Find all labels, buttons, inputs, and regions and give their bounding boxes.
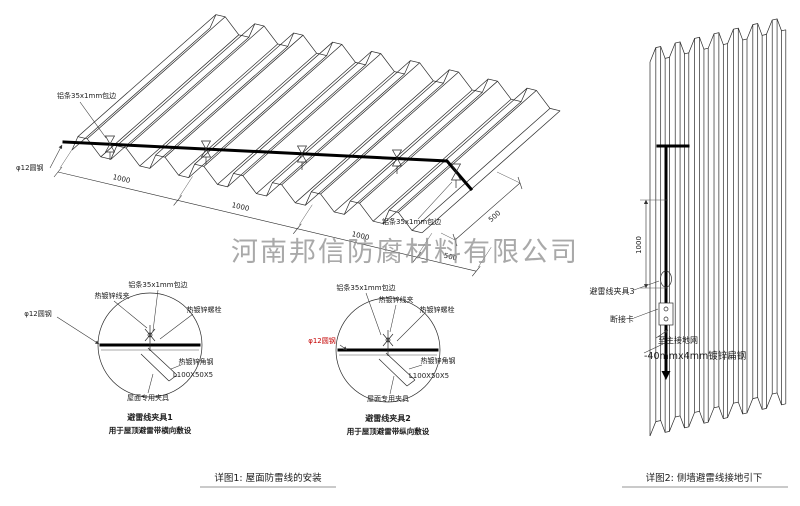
fig1-caption: 详图1: 屋面防雷线的安装	[214, 472, 322, 484]
leader-lines	[49, 101, 669, 395]
detail2-alu-label: 铝条35x1mm包边	[336, 283, 395, 292]
detail2-angle-label: 热镀锌角钢	[421, 356, 456, 365]
company-watermark: 河南邦信防腐材料有限公司	[231, 237, 579, 268]
detail1-angle-spec: L100X50X5	[173, 371, 213, 379]
detail1-steel-label: φ12圆钢	[24, 309, 52, 318]
detail2-clip-label: 热镀锌线夹	[379, 295, 414, 304]
roof-dim-1000-1: 1000	[112, 173, 131, 185]
detail1-bolt-label: 热镀锌螺栓	[187, 305, 222, 314]
roof-dim-1000-3: 1000	[351, 230, 370, 242]
roof-dim-500-bottom: 500	[443, 252, 458, 263]
detail2-steel-label: φ12圆钢	[308, 336, 336, 345]
roof-isometric-corrugated-sheet	[71, 14, 561, 234]
fig2-caption: 详图2: 侧墙避雷线接地引下	[646, 472, 763, 484]
roof-dim-1000-2: 1000	[231, 201, 250, 213]
detail1-fixture-label: 屋面专用夹具	[127, 393, 169, 402]
wall-dim-1000: 1000	[635, 236, 643, 254]
detail2-fixture-label: 屋面专用夹具	[367, 394, 409, 403]
roof-alu-edge-label-2: 铝条35x1mm包边	[382, 217, 441, 226]
detail2-subtitle: 用于屋顶避雷带纵向敷设	[347, 426, 430, 436]
wall-down-conductor	[640, 144, 690, 380]
wall-corrugated-sheet	[649, 18, 787, 437]
roof-dimension-lines	[53, 147, 523, 277]
clamp-detail-1-drawing	[97, 292, 203, 398]
wall-disconnect-label: 断接卡	[610, 314, 634, 324]
detail1-subtitle: 用于屋顶避雷带横向敷设	[109, 425, 192, 435]
wall-flat-steel-label: -40mmx4mm镀锌扁钢	[644, 350, 746, 362]
detail1-angle-label: 热镀锌角钢	[179, 357, 214, 366]
clamp-detail-2-drawing	[335, 297, 441, 403]
roof-alu-edge-label: 铝条35x1mm包边	[57, 91, 116, 100]
wall-ground-label: 至主接地网	[658, 335, 698, 345]
wall-clamp3-label: 避雷线夹具3	[589, 286, 634, 296]
roof-dim-500-right: 500	[487, 209, 502, 224]
detail1-alu-label: 铝条35x1mm包边	[128, 280, 187, 289]
detail1-clip-label: 热镀锌线夹	[95, 291, 130, 300]
roof-round-steel-label: φ12圆钢	[16, 163, 44, 172]
detail2-angle-spec: L100X50X5	[409, 372, 449, 380]
detail2-bolt-label: 热镀锌螺栓	[420, 305, 455, 314]
detail2-title: 避雷线夹具2	[365, 413, 411, 423]
detail1-title: 避雷线夹具1	[127, 412, 173, 422]
roof-lightning-wire	[62, 135, 474, 192]
